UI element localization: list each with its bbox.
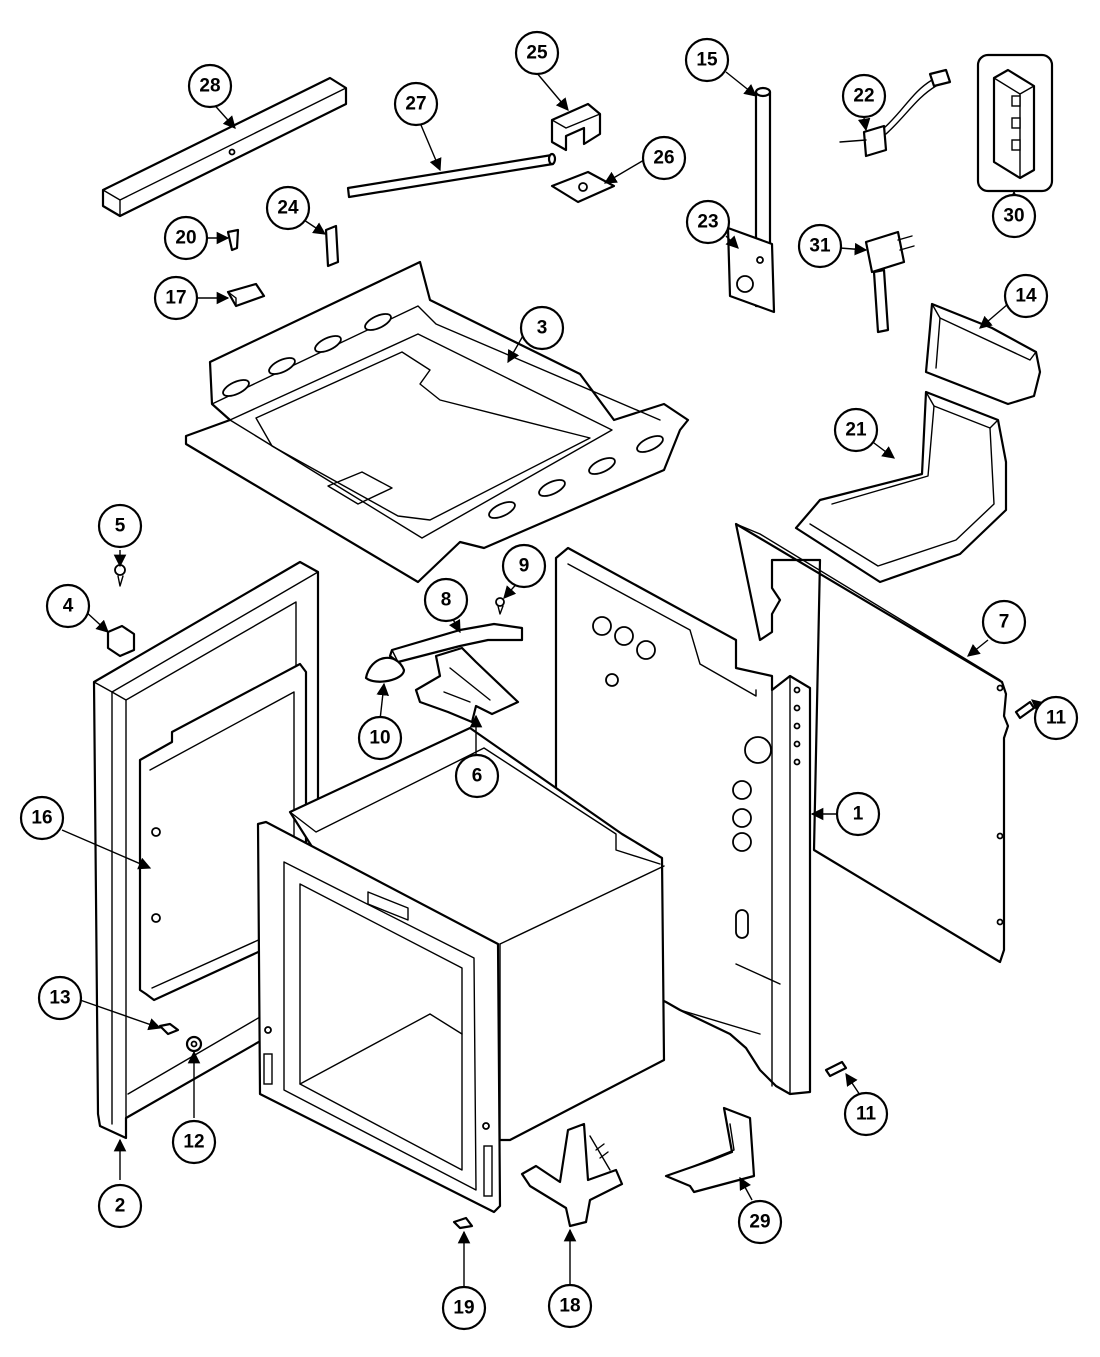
callout-label: 29	[749, 1212, 770, 1233]
part-3-oven-panel	[184, 260, 690, 584]
callout-27: 26	[641, 135, 687, 181]
part-25-clip	[324, 224, 340, 268]
part-12-nut	[185, 1035, 203, 1053]
part-13-screw	[158, 1022, 180, 1036]
callout-25: 24	[265, 185, 311, 231]
callout-label: 27	[405, 94, 426, 115]
part-18-hinge	[520, 1122, 624, 1228]
part-30-panel	[976, 53, 1054, 193]
callout-label: 3	[537, 318, 548, 339]
part-17-switch	[226, 282, 266, 308]
callout-label: 10	[369, 728, 390, 749]
part-28-rod	[346, 152, 557, 199]
callout-label: 6	[472, 766, 483, 787]
part-10-knob	[364, 656, 406, 683]
callout-label: 28	[199, 76, 220, 97]
part-24-bracket	[664, 1106, 756, 1194]
callout-label: 20	[175, 228, 196, 249]
oven-front-frame	[256, 820, 502, 1214]
callout-label: 18	[559, 1296, 580, 1317]
callout-29: 28	[187, 63, 233, 109]
callout-label: 5	[115, 516, 126, 537]
callout-22: 22	[841, 73, 887, 119]
callout-label: 16	[31, 808, 52, 829]
callout-label: 11	[1046, 708, 1067, 729]
callout-label: 1	[853, 804, 864, 825]
part-20-screw	[226, 228, 240, 252]
callout-11-upper: 11	[1033, 695, 1079, 741]
callout-label: 31	[809, 236, 831, 257]
callout-20: 20	[163, 215, 209, 261]
callout-19: 19	[441, 1285, 487, 1331]
callout-13: 13	[37, 975, 83, 1021]
part-11-screw-upper	[1014, 700, 1036, 720]
callout-label: 11	[856, 1104, 877, 1125]
callout-2: 2	[97, 1183, 143, 1229]
callout-label: 25	[526, 43, 548, 64]
part-22-sensor	[839, 68, 952, 158]
callout-24: 29	[737, 1199, 783, 1245]
callout-14: 14	[1003, 273, 1049, 319]
callout-label: 8	[441, 590, 452, 611]
callout-label: 30	[1003, 206, 1024, 227]
part-31-plug	[864, 230, 915, 334]
callout-label: 19	[453, 1298, 474, 1319]
callout-label: 9	[519, 556, 530, 577]
callout-label: 15	[696, 50, 718, 71]
callout-16: 16	[19, 795, 65, 841]
callout-4: 4	[45, 583, 91, 629]
part-6-latch	[414, 646, 520, 724]
callout-30: 30	[991, 193, 1037, 239]
callout-21: 21	[833, 407, 879, 453]
callout-12: 12	[171, 1119, 217, 1165]
callout-8: 8	[423, 577, 469, 623]
part-27-gasket	[550, 170, 616, 204]
callout-9: 9	[501, 543, 547, 589]
callout-6: 6	[454, 753, 500, 799]
part-11-screw-lower	[824, 1060, 848, 1078]
part-29-trim-strip	[101, 76, 348, 218]
callout-label: 7	[999, 612, 1010, 633]
part-4-clip	[106, 624, 136, 658]
callout-label: 22	[853, 86, 874, 107]
callout-label: 17	[165, 288, 186, 309]
part-23-bracket	[726, 226, 776, 314]
callout-3: 3	[519, 305, 565, 351]
callout-26: 25	[514, 30, 560, 76]
callout-10: 10	[357, 715, 403, 761]
callout-17: 17	[153, 275, 199, 321]
callout-label: 2	[115, 1196, 126, 1217]
callout-label: 23	[697, 212, 718, 233]
callout-7: 7	[981, 599, 1027, 645]
part-21-vent-duct	[794, 390, 1008, 584]
callout-11-lower: 11	[843, 1091, 889, 1137]
part-5-screw	[114, 564, 126, 587]
callout-label: 26	[653, 148, 674, 169]
part-14-vent-cap	[924, 302, 1042, 406]
callout-15: 15	[684, 37, 730, 83]
callout-label: 13	[49, 988, 70, 1009]
part-26-bracket	[550, 102, 602, 152]
callout-5: 5	[97, 503, 143, 549]
part-7-rear-panel	[734, 522, 1010, 964]
callout-label: 12	[183, 1132, 204, 1153]
part-9-screw	[495, 597, 505, 615]
callout-23: 23	[685, 199, 731, 245]
callout-18: 18	[547, 1283, 593, 1329]
part-19-screw	[452, 1216, 474, 1230]
callout-label: 24	[277, 198, 299, 219]
callout-label: 14	[1015, 286, 1037, 307]
callout-28: 27	[393, 81, 439, 127]
callout-1: 1	[835, 791, 881, 837]
callout-label: 4	[63, 596, 74, 617]
callout-31: 31	[797, 223, 843, 269]
callout-label: 21	[845, 420, 867, 441]
